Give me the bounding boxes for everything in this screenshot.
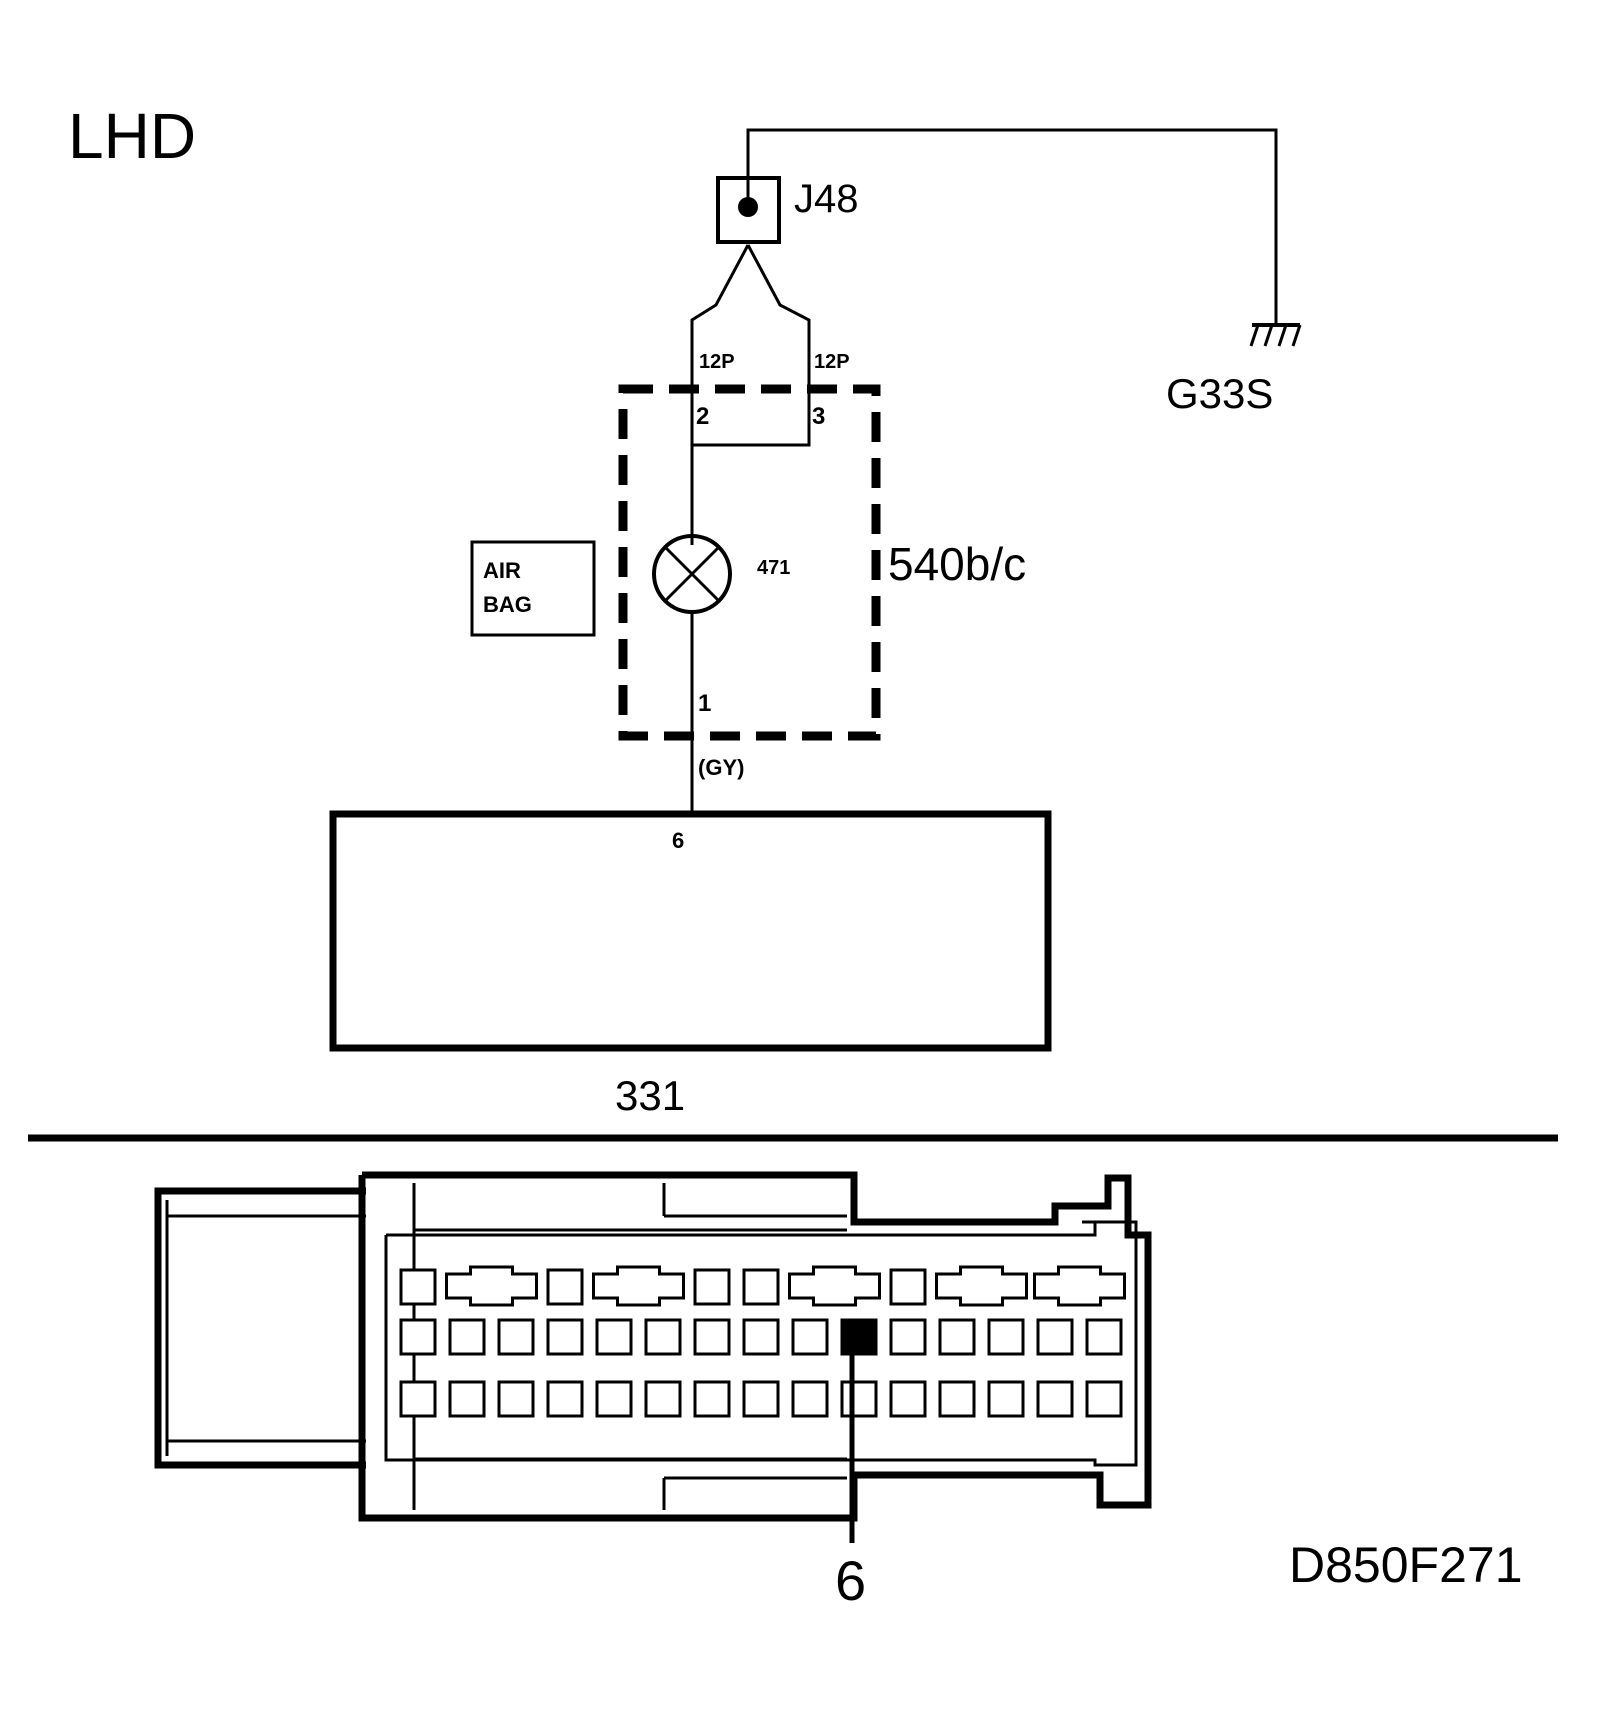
pin-cavity-bottom-4 <box>546 1380 584 1418</box>
pin-cavity-bottom-12 <box>938 1380 976 1418</box>
pin-cavity-bottom-2 <box>448 1380 486 1418</box>
warning-lamp-icon <box>652 534 732 614</box>
pin-cavity-top-6 <box>742 1268 780 1306</box>
pin-3-label: 3 <box>812 403 825 430</box>
wire-color-label: (GY) <box>698 755 744 780</box>
pin-cavity-bottom-11 <box>889 1380 927 1418</box>
pin-cavity-bottom-5 <box>595 1380 633 1418</box>
pin-cavity-bottom-9 <box>791 1380 829 1418</box>
ecu-connector-face <box>154 1171 1152 1522</box>
coding-key-2 <box>445 1265 538 1307</box>
pin-cavity-highlighted <box>840 1318 878 1356</box>
pin-cavity-bottom-15 <box>1085 1380 1123 1418</box>
pin-cavity-bottom-3 <box>497 1380 535 1418</box>
connector-pin-grid <box>399 1265 1126 1418</box>
connector-label-right: 12P <box>814 351 850 373</box>
pin-cavity-mid-3 <box>497 1318 535 1356</box>
figure-code-label: D850F271 <box>1289 1537 1523 1593</box>
pin-cavity-top-3 <box>546 1268 584 1306</box>
pin-cavity-bottom-8 <box>742 1380 780 1418</box>
ground-label: G33S <box>1166 370 1273 417</box>
pin-callout-label: 6 <box>835 1549 866 1612</box>
splice-node-icon <box>738 197 758 217</box>
coding-key-10 <box>1033 1265 1126 1307</box>
ecu-pin-label: 6 <box>672 828 684 853</box>
ground-symbol-icon <box>1249 323 1302 347</box>
pin-cavity-mid-5 <box>595 1318 633 1356</box>
internal-jumper <box>692 380 811 447</box>
pin-cavity-mid-9 <box>791 1318 829 1356</box>
pin-2-label: 2 <box>696 403 709 430</box>
coding-key-4 <box>592 1265 685 1307</box>
ecu-id-label: 331 <box>615 1072 685 1119</box>
pin-cavity-mid-15 <box>1085 1318 1123 1356</box>
pin-cavity-mid-11 <box>889 1318 927 1356</box>
airbag-caption-line2: BAG <box>483 592 532 617</box>
pin-cavity-top-1 <box>399 1268 437 1306</box>
pin-cavity-bottom-7 <box>693 1380 731 1418</box>
pin-cavity-bottom-1 <box>399 1380 437 1418</box>
pin-cavity-bottom-6 <box>644 1380 682 1418</box>
pin-cavity-mid-2 <box>448 1318 486 1356</box>
pin-cavity-bottom-10 <box>840 1380 878 1418</box>
pin-1-label: 1 <box>698 690 711 717</box>
variant-label: LHD <box>68 100 196 172</box>
pin-cavity-mid-4 <box>546 1318 584 1356</box>
module-540bc-boundary <box>618 384 881 741</box>
splice-box <box>716 176 781 244</box>
pin-cavity-bottom-14 <box>1036 1380 1074 1418</box>
pin-cavity-top-5 <box>693 1268 731 1306</box>
module-label: 540b/c <box>888 538 1026 590</box>
coding-key-7 <box>788 1265 881 1307</box>
pin-cavity-mid-12 <box>938 1318 976 1356</box>
pin-cavity-mid-8 <box>742 1318 780 1356</box>
airbag-caption-line1: AIR <box>483 558 521 583</box>
splice-branch-left <box>690 244 750 380</box>
ground-wire <box>746 128 1278 325</box>
ecu-331-box <box>329 810 1052 1052</box>
lamp-id-label: 471 <box>757 557 790 579</box>
pin-cavity-mid-14 <box>1036 1318 1074 1356</box>
connector-label-left: 12P <box>699 351 735 373</box>
pin-cavity-mid-1 <box>399 1318 437 1356</box>
pin-cavity-bottom-13 <box>987 1380 1025 1418</box>
splice-label: J48 <box>794 177 859 221</box>
pin-cavity-mid-7 <box>693 1318 731 1356</box>
pin-cavity-top-8 <box>889 1268 927 1306</box>
pin-cavity-mid-13 <box>987 1318 1025 1356</box>
splice-branch-right <box>746 244 811 380</box>
pin-cavity-mid-6 <box>644 1318 682 1356</box>
coding-key-9 <box>935 1265 1028 1307</box>
airbag-caption-box <box>470 540 596 637</box>
